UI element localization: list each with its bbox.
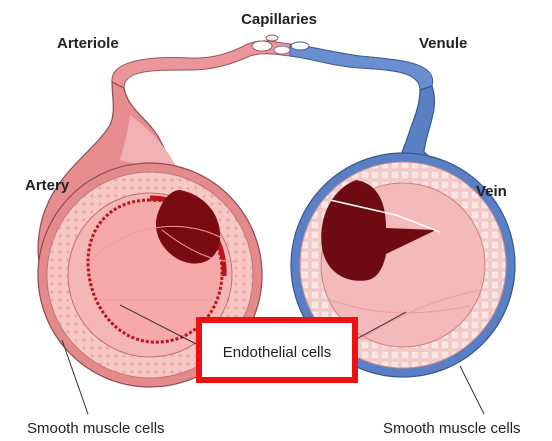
label-vein: Vein [476, 183, 507, 200]
label-arteriole: Arteriole [57, 35, 119, 52]
label-smooth-muscle-left: Smooth muscle cells [27, 420, 165, 437]
label-artery: Artery [25, 177, 70, 194]
label-endothelial-cells: Endothelial cells [223, 344, 331, 361]
label-venule: Venule [419, 35, 467, 52]
label-smooth-muscle-right: Smooth muscle cells [383, 420, 521, 437]
capillary-bed [112, 35, 433, 90]
label-capillaries: Capillaries [241, 11, 317, 28]
